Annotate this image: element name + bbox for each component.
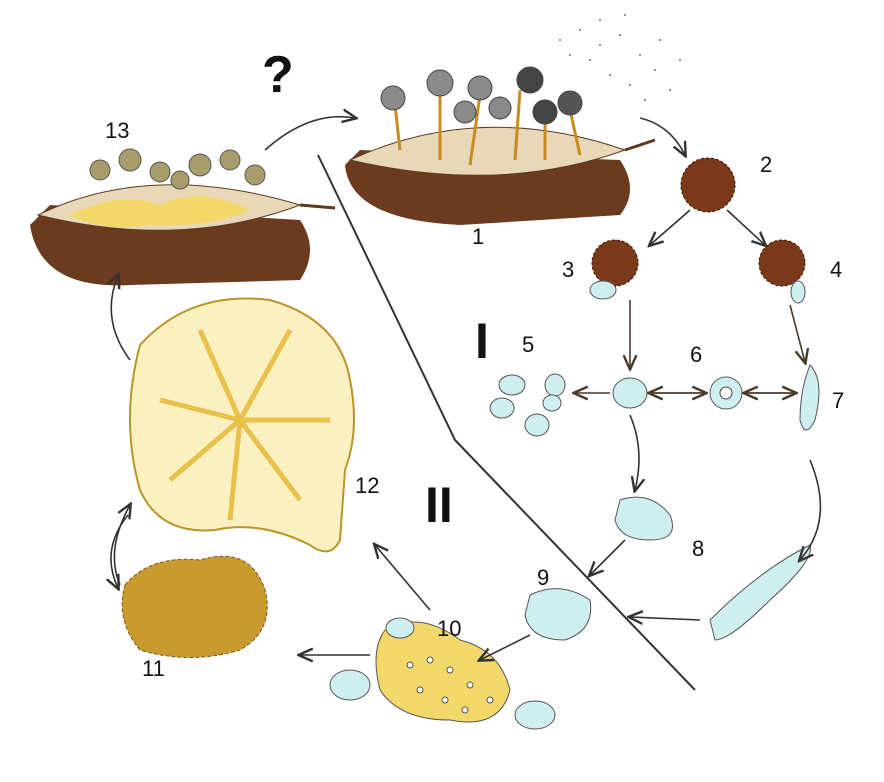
stage-5-myxamoebae bbox=[489, 373, 566, 437]
stage-label-6: 6 bbox=[690, 342, 702, 367]
stage-13-fruiting-on-leaf bbox=[30, 148, 336, 286]
phase-divider-line bbox=[317, 154, 696, 691]
stage-label-4: 4 bbox=[830, 257, 842, 282]
phase-label-I: I bbox=[475, 313, 489, 369]
phase-label-II: II bbox=[425, 477, 453, 533]
cycle-arrows bbox=[111, 117, 822, 660]
stage-label-13: 13 bbox=[105, 118, 129, 143]
stage-label-9: 9 bbox=[537, 565, 549, 590]
stage-3-germinating-spore bbox=[589, 239, 639, 300]
stage-8-fusing-cells bbox=[614, 496, 673, 541]
stage-1-sporangia-on-leaf bbox=[345, 14, 681, 225]
stage-label-12: 12 bbox=[355, 473, 379, 498]
stage-9-zygote bbox=[524, 588, 592, 641]
stage-7-flagellated-swarm-cell bbox=[799, 364, 820, 431]
stage-label-7: 7 bbox=[832, 388, 844, 413]
stage-label-10: 10 bbox=[437, 616, 461, 641]
stage-label-3: 3 bbox=[562, 257, 574, 282]
stage-label-8: 8 bbox=[692, 536, 704, 561]
fusing-flagellated-cells bbox=[709, 544, 811, 641]
stage-4-germinating-spore bbox=[758, 239, 806, 304]
stage-10-young-plasmodium bbox=[329, 617, 556, 730]
stage-6-microcyst bbox=[709, 376, 743, 410]
stage-label-2: 2 bbox=[760, 152, 772, 177]
unknown-transition-question-mark: ? bbox=[262, 46, 294, 104]
stage-2-spore bbox=[680, 157, 736, 213]
stage-label-11: 11 bbox=[142, 656, 165, 681]
stage-label-5: 5 bbox=[522, 332, 534, 357]
stage-12-mature-plasmodium bbox=[129, 297, 355, 553]
stage-11-sclerotium bbox=[121, 555, 268, 658]
stage-label-1: 1 bbox=[472, 224, 484, 249]
released-spores-cloud bbox=[559, 14, 681, 101]
myxamoeba bbox=[612, 377, 648, 409]
